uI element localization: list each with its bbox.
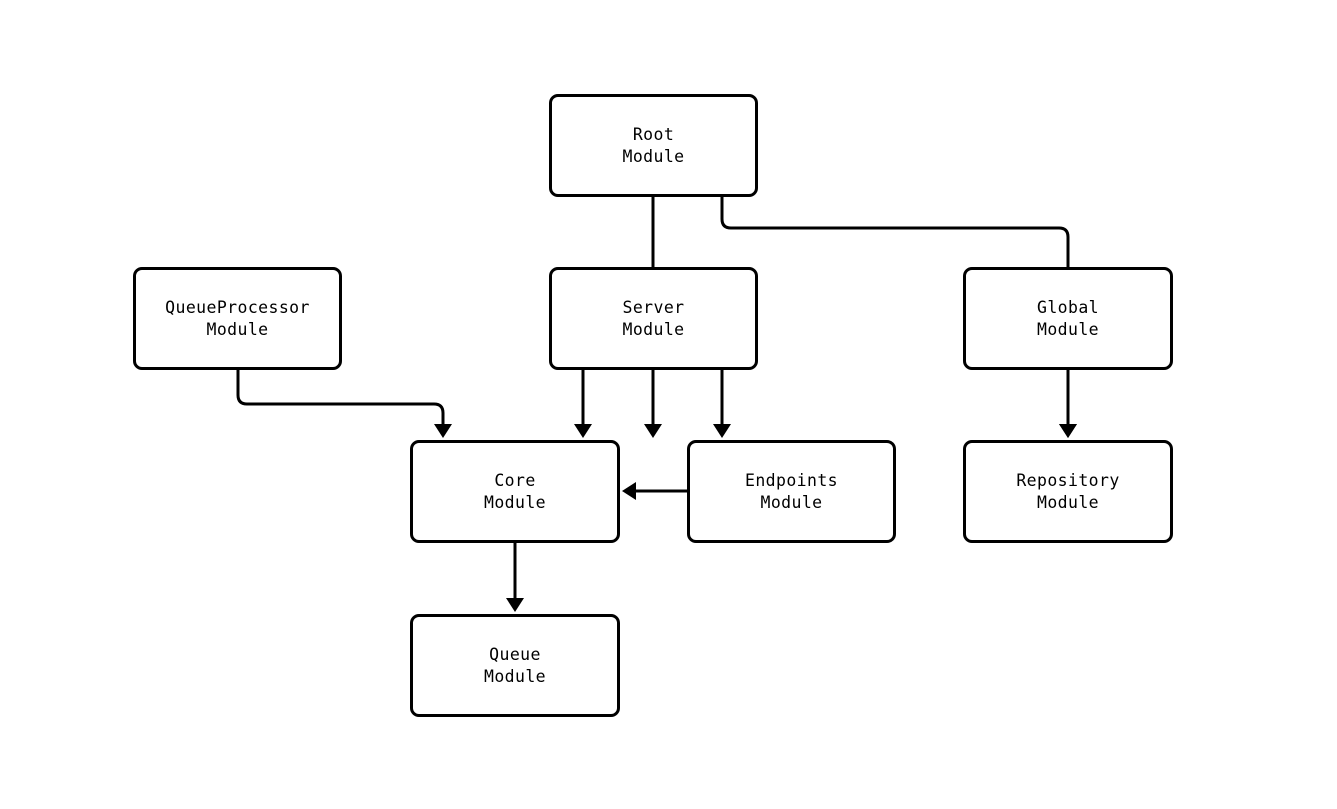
node-label-line2: Module bbox=[1036, 319, 1099, 339]
node-endpoints-module[interactable]: Endpoints Module bbox=[687, 440, 896, 543]
node-label-line2: Module bbox=[622, 319, 685, 339]
edge-server-to-core bbox=[574, 370, 592, 438]
node-label-line1: Core bbox=[494, 470, 536, 490]
node-label-line1: Endpoints bbox=[744, 470, 838, 490]
node-global-module[interactable]: Global Module bbox=[963, 267, 1173, 370]
edge-endpoints-to-core bbox=[622, 482, 687, 500]
node-label-line2: Module bbox=[206, 319, 269, 339]
edge-global-to-repository bbox=[1059, 370, 1077, 438]
edge-server-to-endpoints bbox=[713, 370, 731, 438]
edge-queueprocessor-to-core bbox=[236, 370, 452, 438]
node-label-line2: Module bbox=[483, 492, 546, 512]
node-queue-module[interactable]: Queue Module bbox=[410, 614, 620, 717]
node-root-module[interactable]: Root Module bbox=[549, 94, 758, 197]
node-repository-module[interactable]: Repository Module bbox=[963, 440, 1173, 543]
node-label-line1: Queue bbox=[489, 644, 541, 664]
node-label-line2: Module bbox=[622, 146, 685, 166]
node-label-line1: Global bbox=[1036, 297, 1099, 317]
node-label-line2: Module bbox=[483, 666, 546, 686]
node-label-line1: Root bbox=[632, 124, 675, 144]
edge-core-to-queue bbox=[506, 543, 524, 612]
node-label-line1: Server bbox=[622, 297, 685, 317]
node-core-module[interactable]: Core Module bbox=[410, 440, 620, 543]
node-label-line1: QueueProcessor bbox=[165, 297, 310, 317]
node-server-module[interactable]: Server Module bbox=[549, 267, 758, 370]
node-label-line1: Repository bbox=[1016, 470, 1120, 490]
node-label-line2: Module bbox=[1036, 492, 1099, 512]
node-queueprocessor-module[interactable]: QueueProcessor Module bbox=[133, 267, 342, 370]
node-label-line2: Module bbox=[760, 492, 823, 512]
